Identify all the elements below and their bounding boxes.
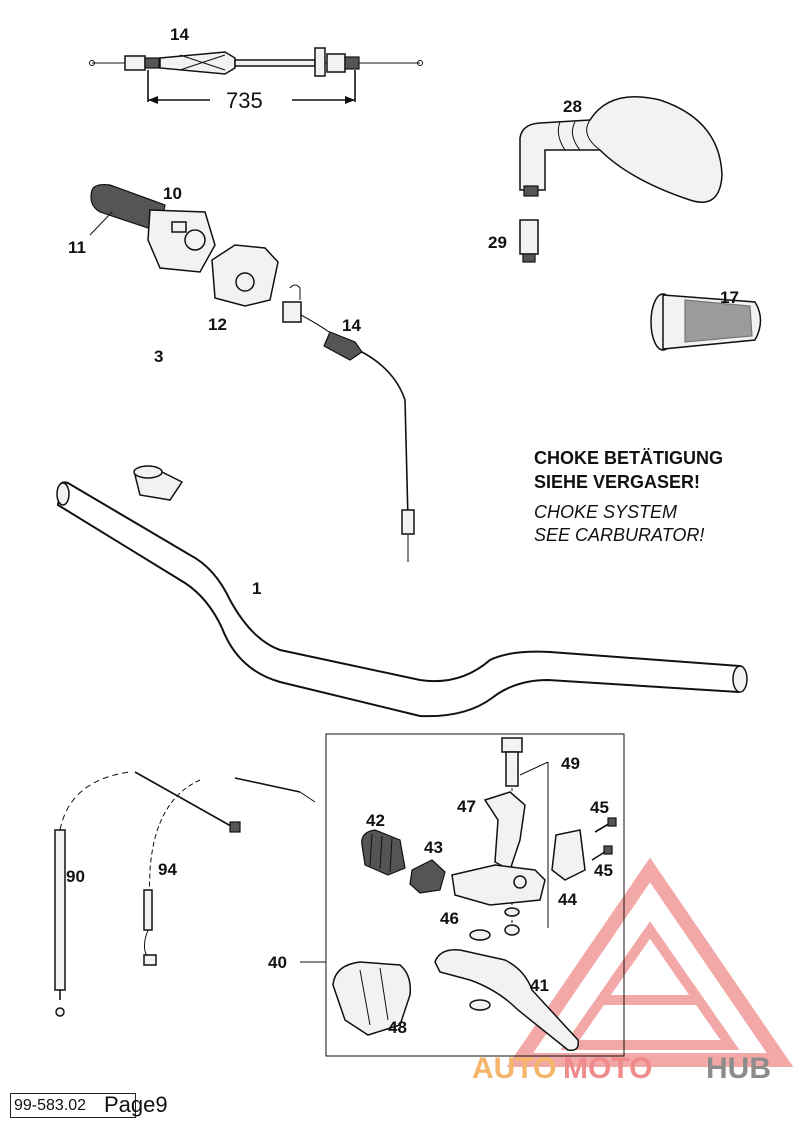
choke-note-de-line2: SIEHE VERGASER! (534, 472, 700, 492)
grip-part-17 (650, 293, 762, 351)
label-14-middle: 14 (342, 316, 361, 335)
pivot-bolt-part-49 (501, 737, 549, 930)
mirror-adapter-part-29 (519, 219, 539, 263)
watermark-hub: HUB (706, 1052, 771, 1085)
label-12: 12 (208, 315, 227, 334)
label-44: 44 (558, 890, 577, 909)
label-43: 43 (424, 838, 443, 857)
lever-cover-part-48 (332, 961, 412, 1036)
label-49: 49 (561, 754, 580, 773)
label-45-lower: 45 (594, 861, 613, 880)
label-3: 3 (154, 347, 163, 366)
footer-code-box (10, 1093, 136, 1118)
throttle-cover-part-12 (211, 244, 279, 307)
label-90: 90 (66, 867, 85, 886)
label-45-upper: 45 (590, 798, 609, 817)
label-47: 47 (457, 797, 476, 816)
clamp-part-44 (551, 829, 586, 881)
throttle-grip-part-10 (90, 183, 216, 273)
choke-note-de-line1: CHOKE BETÄTIGUNG (534, 448, 723, 468)
label-1: 1 (252, 579, 261, 598)
handlebar-part-1 (56, 481, 748, 718)
label-48: 48 (388, 1018, 407, 1037)
watermark-moto: MOTO (563, 1052, 652, 1085)
mirror-part-28 (519, 96, 723, 203)
label-10: 10 (163, 184, 182, 203)
bar-bushing (133, 465, 184, 501)
clutch-lever-part-41 (434, 949, 580, 1052)
footer-document-code: 99-583.02 (14, 1097, 87, 1114)
choke-cable-middle (282, 284, 415, 562)
cable-part-94 (134, 771, 316, 966)
clutch-assembly-frame-40 (325, 733, 625, 1057)
screws-part-45 (591, 817, 617, 861)
choke-note-en-line2: SEE CARBURATOR! (534, 525, 704, 545)
cable-part-90 (54, 771, 131, 1017)
label-17: 17 (720, 288, 739, 307)
label-46: 46 (440, 909, 459, 928)
label-14-top: 14 (170, 25, 189, 44)
throttle-cable-top (89, 47, 423, 104)
choke-note-en-line1: CHOKE SYSTEM (534, 502, 677, 522)
watermark-auto: AUTO (472, 1052, 556, 1085)
washers (469, 907, 520, 1011)
label-40: 40 (268, 953, 287, 972)
label-41: 41 (530, 976, 549, 995)
footer-page-number: Page9 (104, 1092, 168, 1117)
label-28: 28 (563, 97, 582, 116)
label-42: 42 (366, 811, 385, 830)
adjuster-part-43 (409, 859, 446, 894)
rubber-boot-part-42 (361, 829, 406, 876)
clutch-perch-parts-46-47 (451, 791, 546, 906)
label-11: 11 (68, 238, 86, 257)
dimension-735: 735 (226, 88, 263, 113)
watermark-logo-triangle (506, 857, 794, 1067)
label-94: 94 (158, 860, 177, 879)
label-29: 29 (488, 233, 507, 252)
